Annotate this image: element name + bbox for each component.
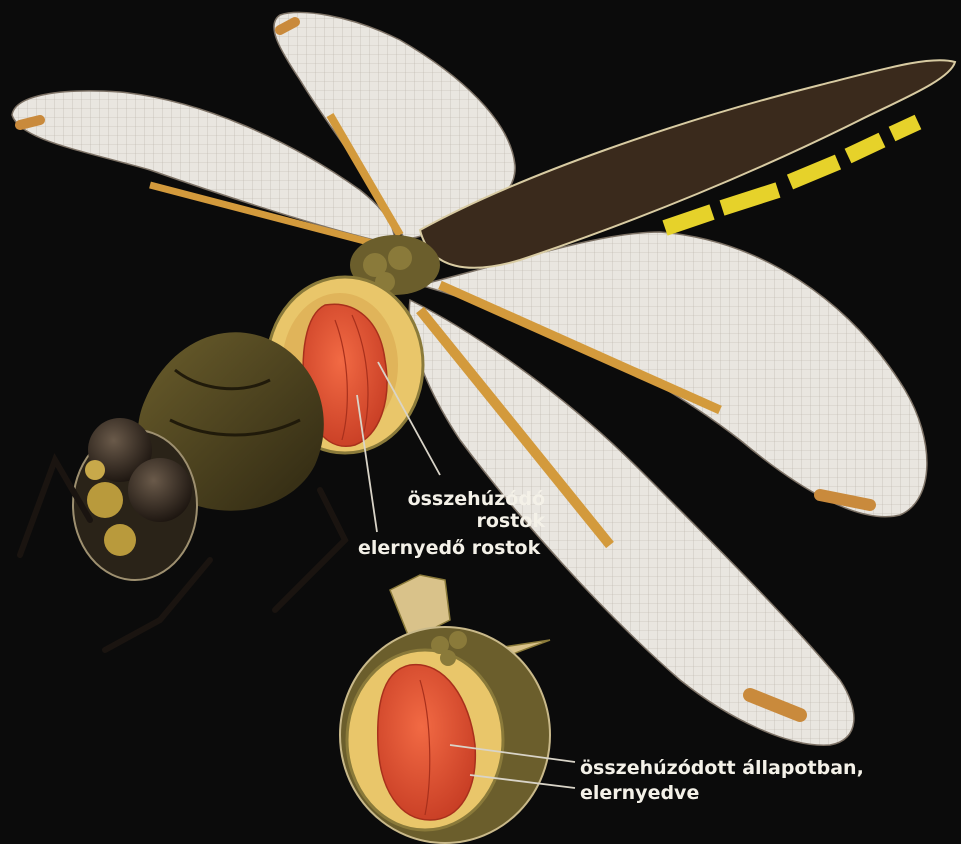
label-contracting-fibers: összehúzódó rostok — [395, 488, 545, 532]
label-contracting-line2: rostok — [395, 510, 545, 532]
label-relaxing-fibers: elernyedő rostok — [358, 537, 540, 559]
label-relaxed-state: elernyedve — [580, 782, 699, 804]
label-contracted-state: összehúzódott állapotban, — [580, 757, 864, 779]
thorax-cross-section-lower — [340, 575, 550, 843]
dragonfly-head — [73, 332, 324, 580]
label-contracting-line1: összehúzódó — [395, 488, 545, 510]
